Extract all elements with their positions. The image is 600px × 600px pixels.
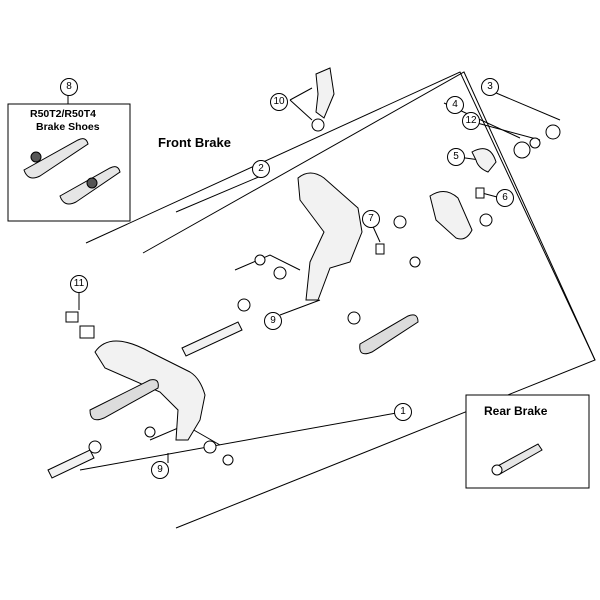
callout-1: 1 [394,403,412,421]
upper-brake-shoe [359,314,419,355]
washer-e [347,311,361,325]
callout-9-upper: 9 [264,312,282,330]
bracket-9a [234,254,301,271]
upper-caliper-arm [297,172,363,301]
pivot-bolt [181,321,243,357]
set-screw-6 [475,187,485,199]
callout-11: 11 [70,275,88,293]
nut-a [479,213,493,227]
lower-brake-shoe [89,379,159,421]
washer-g [144,426,156,438]
washer-h [203,440,217,454]
washer-f [88,440,102,454]
washer-d [273,266,287,280]
leader-2 [175,172,269,213]
callout-8: 8 [60,78,78,96]
callout-7: 7 [362,210,380,228]
set-screw-7 [375,243,385,255]
shoes-label-line1: R50T2/R50T4 [30,108,96,120]
pad-11 [79,325,95,339]
washer-12 [529,137,541,149]
washer-4 [513,141,531,159]
assembly-2-outline [142,71,596,361]
callout-10: 10 [270,93,288,111]
mount-bolt-lower [47,449,95,479]
callout-6: 6 [496,189,514,207]
cable-adjuster [315,67,335,119]
lower-caliper-arm [94,340,206,441]
brake-shoe-icon [23,138,121,205]
callout-12: 12 [462,112,480,130]
shoes-label-line2: Brake Shoes [36,121,100,133]
callout-4: 4 [446,96,464,114]
page-title: Front Brake [158,135,231,150]
washer-b [393,215,407,229]
washer-c [237,298,251,312]
nut-3 [545,124,561,140]
spring-hook [471,148,497,173]
washer-a [409,256,421,268]
callout-5: 5 [447,148,465,166]
barrel-washer [311,118,325,132]
bolt-head-a [254,254,266,266]
callout-9-lower: 9 [151,461,169,479]
inset-rear-brake-frame [465,394,590,489]
screw-11 [65,311,79,323]
bolt-head-b [222,454,234,466]
assembly-1-outline [85,71,596,529]
leader-10b [289,99,313,121]
leader-9a [279,299,321,316]
rear-brake-title: Rear Brake [484,404,548,418]
leader-10a [289,87,313,101]
leader-1 [79,411,403,471]
return-spring-plate [429,191,473,240]
callout-2: 2 [252,160,270,178]
rear-brake-bolt-icon [491,443,543,476]
callout-3: 3 [481,78,499,96]
